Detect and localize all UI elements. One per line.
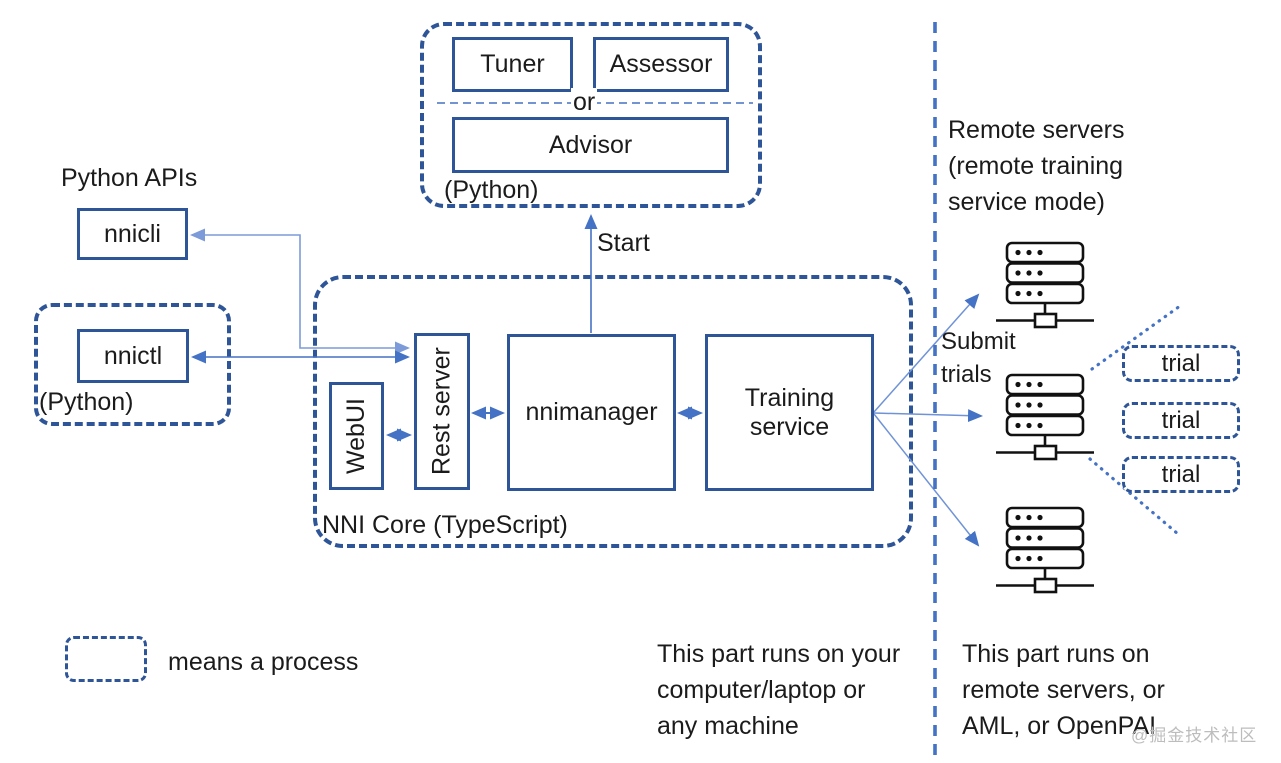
advisor-label: Advisor [548, 130, 633, 159]
arrow-trainingservice-server-top [873, 293, 980, 413]
rest-server-box: Rest server [414, 333, 470, 490]
assessor-box: Assessor [593, 37, 729, 92]
nnimanager-label: nnimanager [525, 398, 658, 427]
start-label: Start [597, 229, 650, 257]
arrow-trainingservice-server-middle [873, 409, 983, 423]
nnimanager-box: nnimanager [507, 334, 676, 491]
nnicli-box: nnicli [77, 208, 188, 260]
server-rack-icon [994, 241, 1096, 329]
nni-core-title: NNI Core (TypeScript) [322, 511, 568, 539]
arrow-nnicli-restserver [190, 228, 410, 355]
remote-note: This part runs on remote servers, or AML… [962, 640, 1165, 740]
advisor-box: Advisor [452, 117, 729, 173]
nnictl-label: nnictl [103, 341, 163, 370]
advisor-python-label: (Python) [444, 176, 539, 204]
remote-servers-heading: Remote servers (remote training service … [948, 116, 1125, 216]
advisor-process-group [420, 22, 762, 208]
python-apis-heading: Python APIs [61, 164, 198, 192]
tuner-box: Tuner [452, 37, 573, 92]
server-rack-icon [994, 506, 1096, 594]
training-service-label: Training service [744, 383, 835, 441]
nnicli-label: nnicli [104, 219, 161, 248]
trial-label: trial [1161, 460, 1201, 488]
nnictl-box: nnictl [77, 329, 189, 383]
watermark: @掘金技术社区 [1131, 726, 1258, 745]
arrow-trainingservice-server-bottom [873, 413, 980, 547]
legend-label: means a process [168, 648, 359, 676]
submit-trials-label: Submit trials [941, 328, 1016, 388]
or-label: or [571, 88, 598, 117]
trial-box: trial [1122, 345, 1240, 382]
assessor-label: Assessor [609, 50, 713, 79]
trial-box: trial [1122, 456, 1240, 493]
trial-label: trial [1161, 349, 1201, 377]
rest-server-label: Rest server [427, 347, 456, 476]
nnictl-python-label: (Python) [39, 388, 134, 416]
training-service-box: Training service [705, 334, 874, 491]
webui-label: WebUI [342, 398, 371, 474]
tuner-label: Tuner [480, 50, 545, 79]
process-legend-box [65, 636, 147, 682]
local-note: This part runs on your computer/laptop o… [657, 640, 901, 740]
trial-box: trial [1122, 402, 1240, 439]
dotted-link-server-trials-bottom [1088, 457, 1180, 536]
nni-core-group [313, 275, 913, 548]
trial-label: trial [1161, 406, 1201, 434]
nnictl-process-group [34, 303, 231, 426]
dotted-link-server-trials-top [1090, 304, 1182, 371]
webui-box: WebUI [329, 382, 384, 490]
